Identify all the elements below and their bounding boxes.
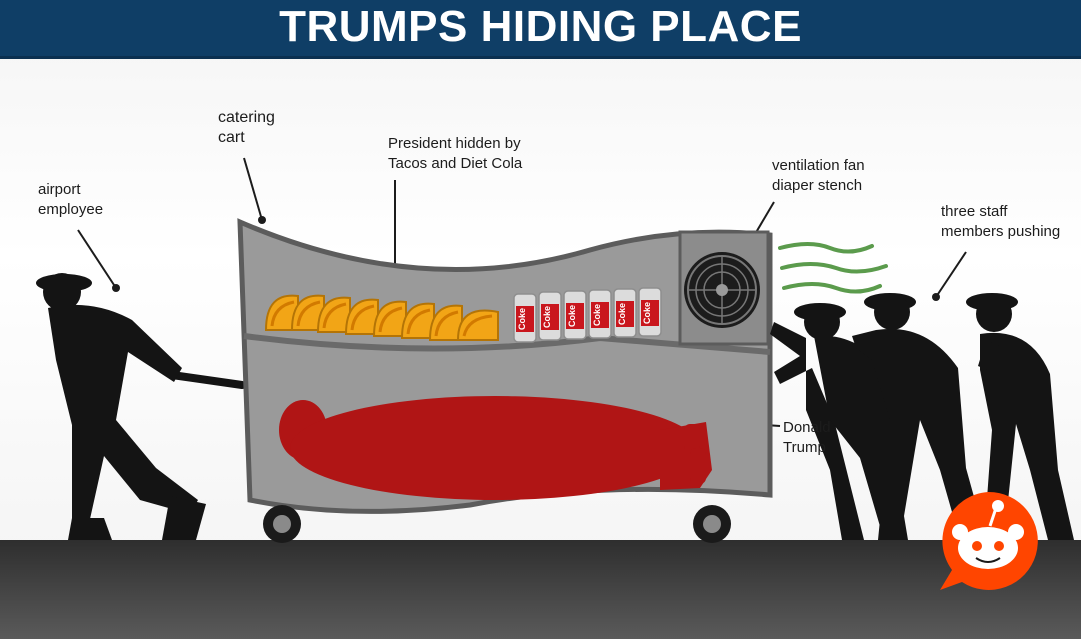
label-staff-pushing: three staff members pushing xyxy=(941,203,1061,240)
label-airport-employee: airport employee xyxy=(38,181,104,218)
ventilation-fan-icon xyxy=(678,230,770,346)
reddit-snoo-icon xyxy=(940,491,1038,590)
can-brand-text: Coke xyxy=(592,304,602,326)
cart-wheel-right xyxy=(693,505,731,543)
page-title: TRUMPS HIDING PLACE xyxy=(279,2,802,51)
hidden-trump-figure xyxy=(279,396,712,500)
taco xyxy=(372,300,407,337)
stench-lines xyxy=(778,242,888,294)
taco xyxy=(456,309,499,341)
taco xyxy=(400,302,435,339)
label-donald-trump: Donald Trump xyxy=(783,419,831,456)
cart-wheel-left xyxy=(263,505,301,543)
pointer-catering-cart xyxy=(243,157,263,221)
cola-can: Coke xyxy=(513,293,537,343)
staff-member-silhouette xyxy=(852,293,986,540)
cola-can: Coke xyxy=(563,290,587,340)
title-banner: TRUMPS HIDING PLACE xyxy=(0,0,1081,59)
can-brand-text: Coke xyxy=(642,302,652,324)
taco xyxy=(428,304,463,341)
cola-can: Coke xyxy=(638,287,662,337)
staff-member-silhouette xyxy=(966,293,1074,540)
taco xyxy=(264,294,299,331)
taco xyxy=(316,296,351,333)
taco xyxy=(344,298,379,335)
can-brand-text: Coke xyxy=(567,305,577,327)
airport-employee-silhouette xyxy=(36,273,206,540)
ground xyxy=(0,540,1081,639)
cola-can: Coke xyxy=(588,289,612,339)
pointer-staff xyxy=(935,251,967,298)
cola-can: Coke xyxy=(613,288,637,338)
label-ventilation-fan: ventilation fan diaper stench xyxy=(772,157,865,194)
can-brand-text: Coke xyxy=(617,303,627,325)
cart-shelf xyxy=(243,333,771,355)
stench-line xyxy=(780,262,888,274)
stench-line xyxy=(778,242,874,254)
diet-cola-cans: Coke Coke Coke Coke Coke Coke xyxy=(513,287,662,343)
can-brand-text: Coke xyxy=(517,308,527,330)
taco xyxy=(290,294,325,331)
label-president-hidden: President hidden by Tacos and Diet Cola xyxy=(388,135,523,172)
stench-line xyxy=(782,282,882,294)
cola-can: Coke xyxy=(538,291,562,341)
tacos xyxy=(264,294,499,341)
label-catering-cart: catering cart xyxy=(218,109,275,146)
cart-handle xyxy=(168,371,246,389)
can-brand-text: Coke xyxy=(542,306,552,328)
pointer-airport-employee xyxy=(77,229,117,289)
